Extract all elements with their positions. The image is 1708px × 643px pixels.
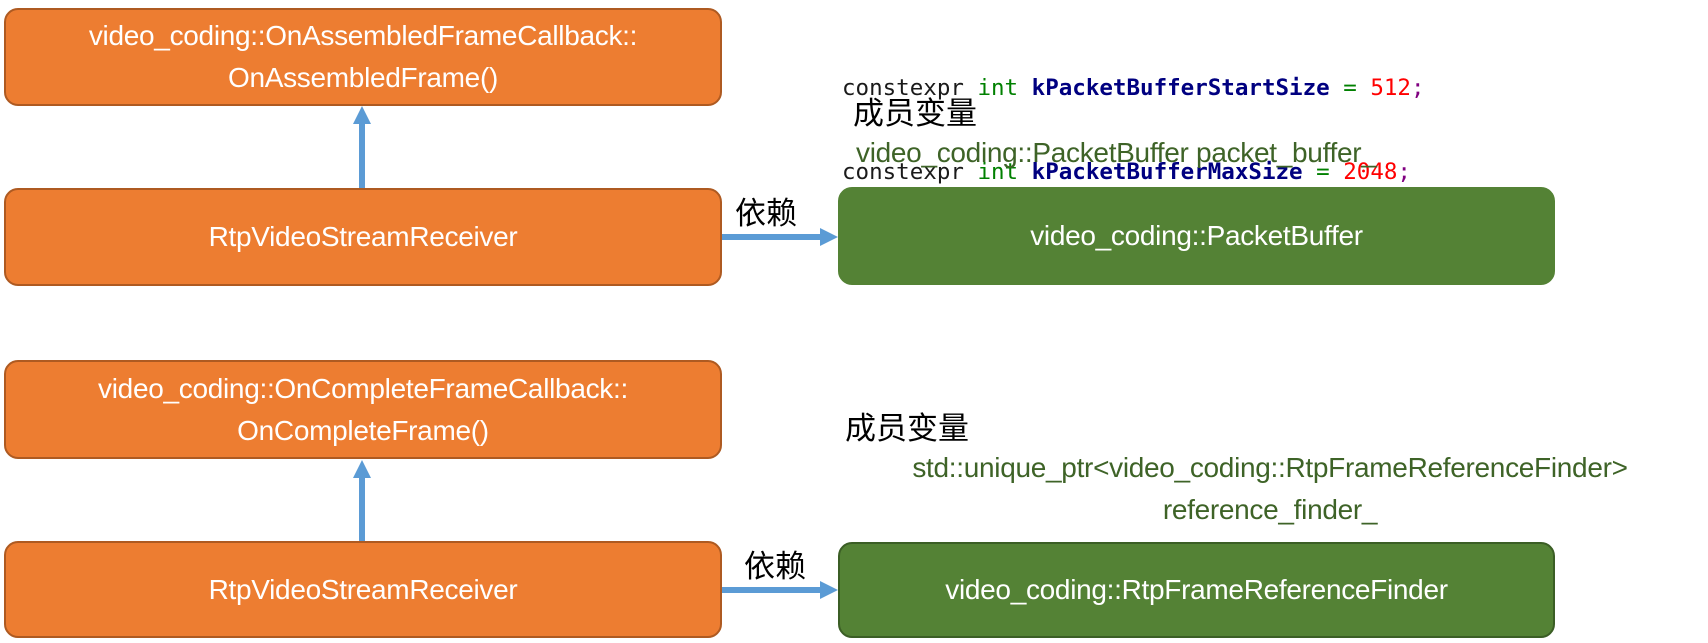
member-heading: 成员变量 — [853, 96, 977, 132]
member-heading: 成员变量 — [845, 411, 969, 447]
dependency-arrow — [722, 228, 838, 246]
reference-finder-box-label: video_coding::RtpFrameReferenceFinder — [945, 574, 1448, 605]
packet-buffer-box: video_coding::PacketBuffer — [838, 187, 1555, 285]
receiver-box-label: RtpVideoStreamReceiver — [208, 573, 518, 605]
reference-finder-box: video_coding::RtpFrameReferenceFinder — [838, 542, 1555, 638]
dependency-label: 依赖 — [735, 196, 797, 232]
code-line: constexpr int kPacketBufferMaxSize = 204… — [842, 159, 1411, 185]
receiver-box-label: RtpVideoStreamReceiver — [208, 221, 518, 252]
inheritance-arrow — [353, 460, 371, 541]
code-snippet: constexpr int kPacketBufferStartSize = 5… — [842, 18, 1425, 214]
packet-buffer-box-label: video_coding::PacketBuffer — [1030, 220, 1363, 251]
dependency-arrow — [722, 581, 838, 599]
member-declaration: video_coding::PacketBuffer packet_buffer… — [856, 137, 1377, 168]
receiver-box: RtpVideoStreamReceiver — [4, 188, 722, 286]
inheritance-arrow — [353, 106, 371, 188]
callback-box-complete-frame: video_coding::OnCompleteFrameCallback:: … — [4, 360, 722, 459]
callback-box-assembled-frame: video_coding::OnAssembledFrameCallback::… — [4, 8, 722, 106]
code-line: constexpr int kPacketBufferStartSize = 5… — [842, 75, 1425, 101]
member-declaration-name: reference_finder_ — [1162, 494, 1378, 525]
callback-box-line2: OnAssembledFrame() — [227, 62, 498, 93]
callback-box-line1: video_coding::OnCompleteFrameCallback:: — [98, 372, 628, 404]
callback-box-line1: video_coding::OnAssembledFrameCallback:: — [88, 20, 638, 51]
callback-box-line2: OnCompleteFrame() — [237, 414, 489, 446]
member-declaration-type: std::unique_ptr<video_coding::RtpFrameRe… — [912, 452, 1628, 483]
receiver-box: RtpVideoStreamReceiver — [4, 541, 722, 638]
dependency-label: 依赖 — [744, 549, 806, 585]
member-declaration: std::unique_ptr<video_coding::RtpFrameRe… — [838, 447, 1702, 531]
